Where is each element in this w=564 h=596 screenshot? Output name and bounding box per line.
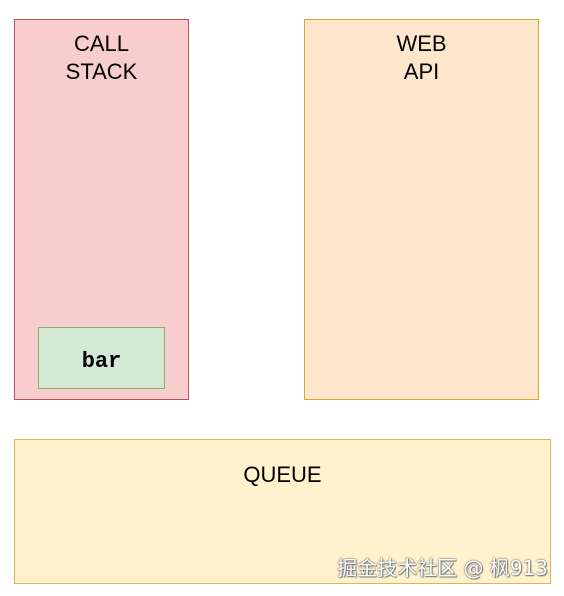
- call-stack-frame-bar: bar: [38, 327, 165, 389]
- web-api-title: WEB API: [396, 31, 447, 84]
- call-stack-title: CALL STACK: [65, 31, 138, 84]
- web-api-container: WEB API: [304, 19, 539, 400]
- queue-title: QUEUE: [243, 462, 322, 487]
- watermark-text: 掘金技术社区 @ 枫913: [337, 556, 548, 580]
- frame-bar-label: bar: [81, 348, 122, 374]
- queue-container: QUEUE: [14, 439, 551, 584]
